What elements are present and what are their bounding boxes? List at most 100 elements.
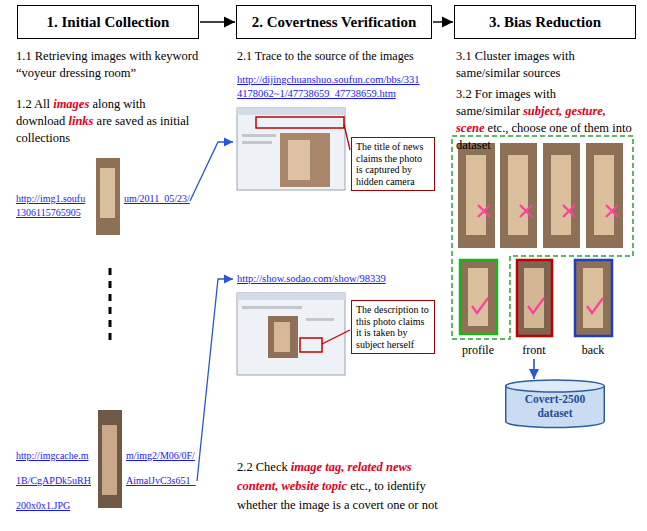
photo-thumbnail	[102, 425, 117, 495]
photo-region	[280, 133, 330, 187]
rejected-photo	[586, 143, 623, 248]
label-text: 1.1 Retrieving images with keyword “voye…	[16, 49, 198, 80]
text-block: 200x0x1.JPG	[16, 499, 73, 512]
label-text: http://img1.soufu	[16, 193, 85, 204]
check-mark	[528, 298, 544, 313]
label-text: 1.2 All	[16, 97, 50, 111]
text-block: 3.1 Cluster images with same/similar sou…	[456, 48, 636, 82]
browser-bar	[237, 108, 345, 115]
node-text: 1. Initial Collection	[47, 14, 170, 31]
label-text: front	[522, 343, 545, 357]
dataset-arrow	[533, 359, 535, 379]
text-block: profile	[462, 342, 494, 358]
callout-box: The title of news claims the photo is ca…	[351, 137, 435, 191]
node-text: 2. Covertness Verification	[252, 14, 417, 31]
label-text: 1B/CgAPDk5uRH	[16, 475, 91, 486]
cross-mark	[563, 205, 575, 217]
text-block: AimalJvC3s651_	[126, 474, 198, 487]
text-block: http://show.sodao.com/show/98339	[237, 272, 388, 286]
photo-thumbnail	[551, 155, 571, 235]
pointer-line	[322, 330, 350, 344]
photo-thumbnail	[500, 143, 537, 248]
label-text: um/2011_05/23/	[124, 193, 190, 204]
check-mark	[587, 298, 603, 313]
photo-thumbnail	[96, 158, 120, 235]
text-block: 2.2 Checkimage tag, related news content…	[237, 458, 447, 514]
ellipsis-dashes	[109, 268, 112, 342]
photo-thumbnail	[466, 155, 486, 235]
dataset-cylinder: Covert-2500 dataset	[505, 380, 605, 428]
chosen-photo	[517, 260, 552, 336]
text-line	[242, 141, 272, 144]
flow-arrow	[433, 21, 453, 22]
node-text: The title of news claims the photo is ca…	[356, 141, 430, 187]
cross-mark	[606, 205, 618, 217]
stage-header: 3. Bias Reduction	[454, 5, 636, 39]
chosen-photo	[575, 260, 612, 336]
text-block: front	[522, 342, 545, 358]
label-text: m/img2/M06/0F/	[126, 450, 195, 461]
label-text: 2.1 Trace to the source of the images	[237, 49, 414, 63]
photo-thumbnail	[517, 260, 552, 336]
label-text: profile	[462, 343, 494, 357]
photo-thumbnail	[458, 143, 495, 248]
photo-thumbnail	[594, 155, 614, 235]
text-block: http://img1.soufu	[16, 192, 88, 205]
rejected-photo	[458, 143, 495, 248]
label-text: back	[582, 343, 605, 357]
highlight-box	[256, 117, 344, 128]
label-text: http://show.sodao.com/show/98339	[237, 273, 386, 284]
emphasis-text: images	[53, 97, 89, 111]
callout-box: The description to this photo claims it …	[351, 300, 435, 354]
rejected-photo	[500, 143, 537, 248]
text-block: 1.2 Allimagesalong with downloadlinksare…	[16, 96, 208, 147]
label-text: http://imgcache.m	[16, 450, 88, 461]
photo-thumbnail	[96, 158, 120, 235]
photo-region	[268, 316, 298, 358]
text-block: 1.1 Retrieving images with keyword “voye…	[16, 48, 208, 82]
cylinder-top	[506, 380, 605, 392]
rejected-photo	[543, 143, 580, 248]
photo-thumbnail	[543, 143, 580, 248]
browser-bar	[237, 293, 345, 300]
emphasis-text: links	[68, 114, 93, 128]
text-block: 1306115765905	[16, 206, 83, 219]
webpage-screenshot	[237, 108, 345, 190]
highlight-box	[300, 338, 322, 352]
webpage-screenshot	[237, 108, 345, 190]
dashed-group	[452, 136, 633, 339]
photo-thumbnail	[98, 410, 122, 508]
label-text: AimalJvC3s651_	[126, 475, 195, 486]
check-mark	[472, 298, 488, 313]
text-block: 3.2 For images with same/similarsubject,…	[456, 86, 636, 154]
photo-thumbnail	[460, 260, 497, 334]
webpage-screenshot	[237, 293, 345, 375]
pointer-line	[344, 124, 350, 150]
text-line	[306, 318, 334, 321]
stage-header: 1. Initial Collection	[17, 5, 199, 39]
photo-thumbnail	[575, 260, 612, 336]
photo-region	[288, 140, 310, 180]
label-text: 200x0x1.JPG	[16, 500, 70, 511]
label-text: http://dijingchuanshuo.soufun.com/bbs/33…	[237, 74, 420, 99]
text-block: http://dijingchuanshuo.soufun.com/bbs/33…	[237, 73, 447, 100]
source-arrow	[190, 142, 233, 201]
photo-thumbnail	[468, 268, 488, 326]
text-line	[242, 134, 276, 137]
text-block: m/img2/M06/0F/	[126, 449, 197, 462]
text-line	[242, 306, 302, 309]
stage-header: 2. Covertness Verification	[236, 5, 432, 39]
label-text: 3.1 Cluster images with same/similar sou…	[456, 49, 575, 80]
cross-mark	[478, 205, 490, 217]
cross-mark	[520, 205, 532, 217]
node-text: The description to this photo claims it …	[356, 304, 430, 350]
label-text: 1306115765905	[16, 207, 81, 218]
text-block: um/2011_05/23/	[124, 192, 192, 205]
flow-arrow	[200, 21, 235, 22]
text-block: 2.1 Trace to the source of the images	[237, 48, 449, 64]
source-arrow	[197, 279, 233, 481]
chosen-photo	[460, 260, 497, 334]
label-text: 2.2 Check	[237, 460, 288, 474]
photo-thumbnail	[98, 410, 122, 508]
